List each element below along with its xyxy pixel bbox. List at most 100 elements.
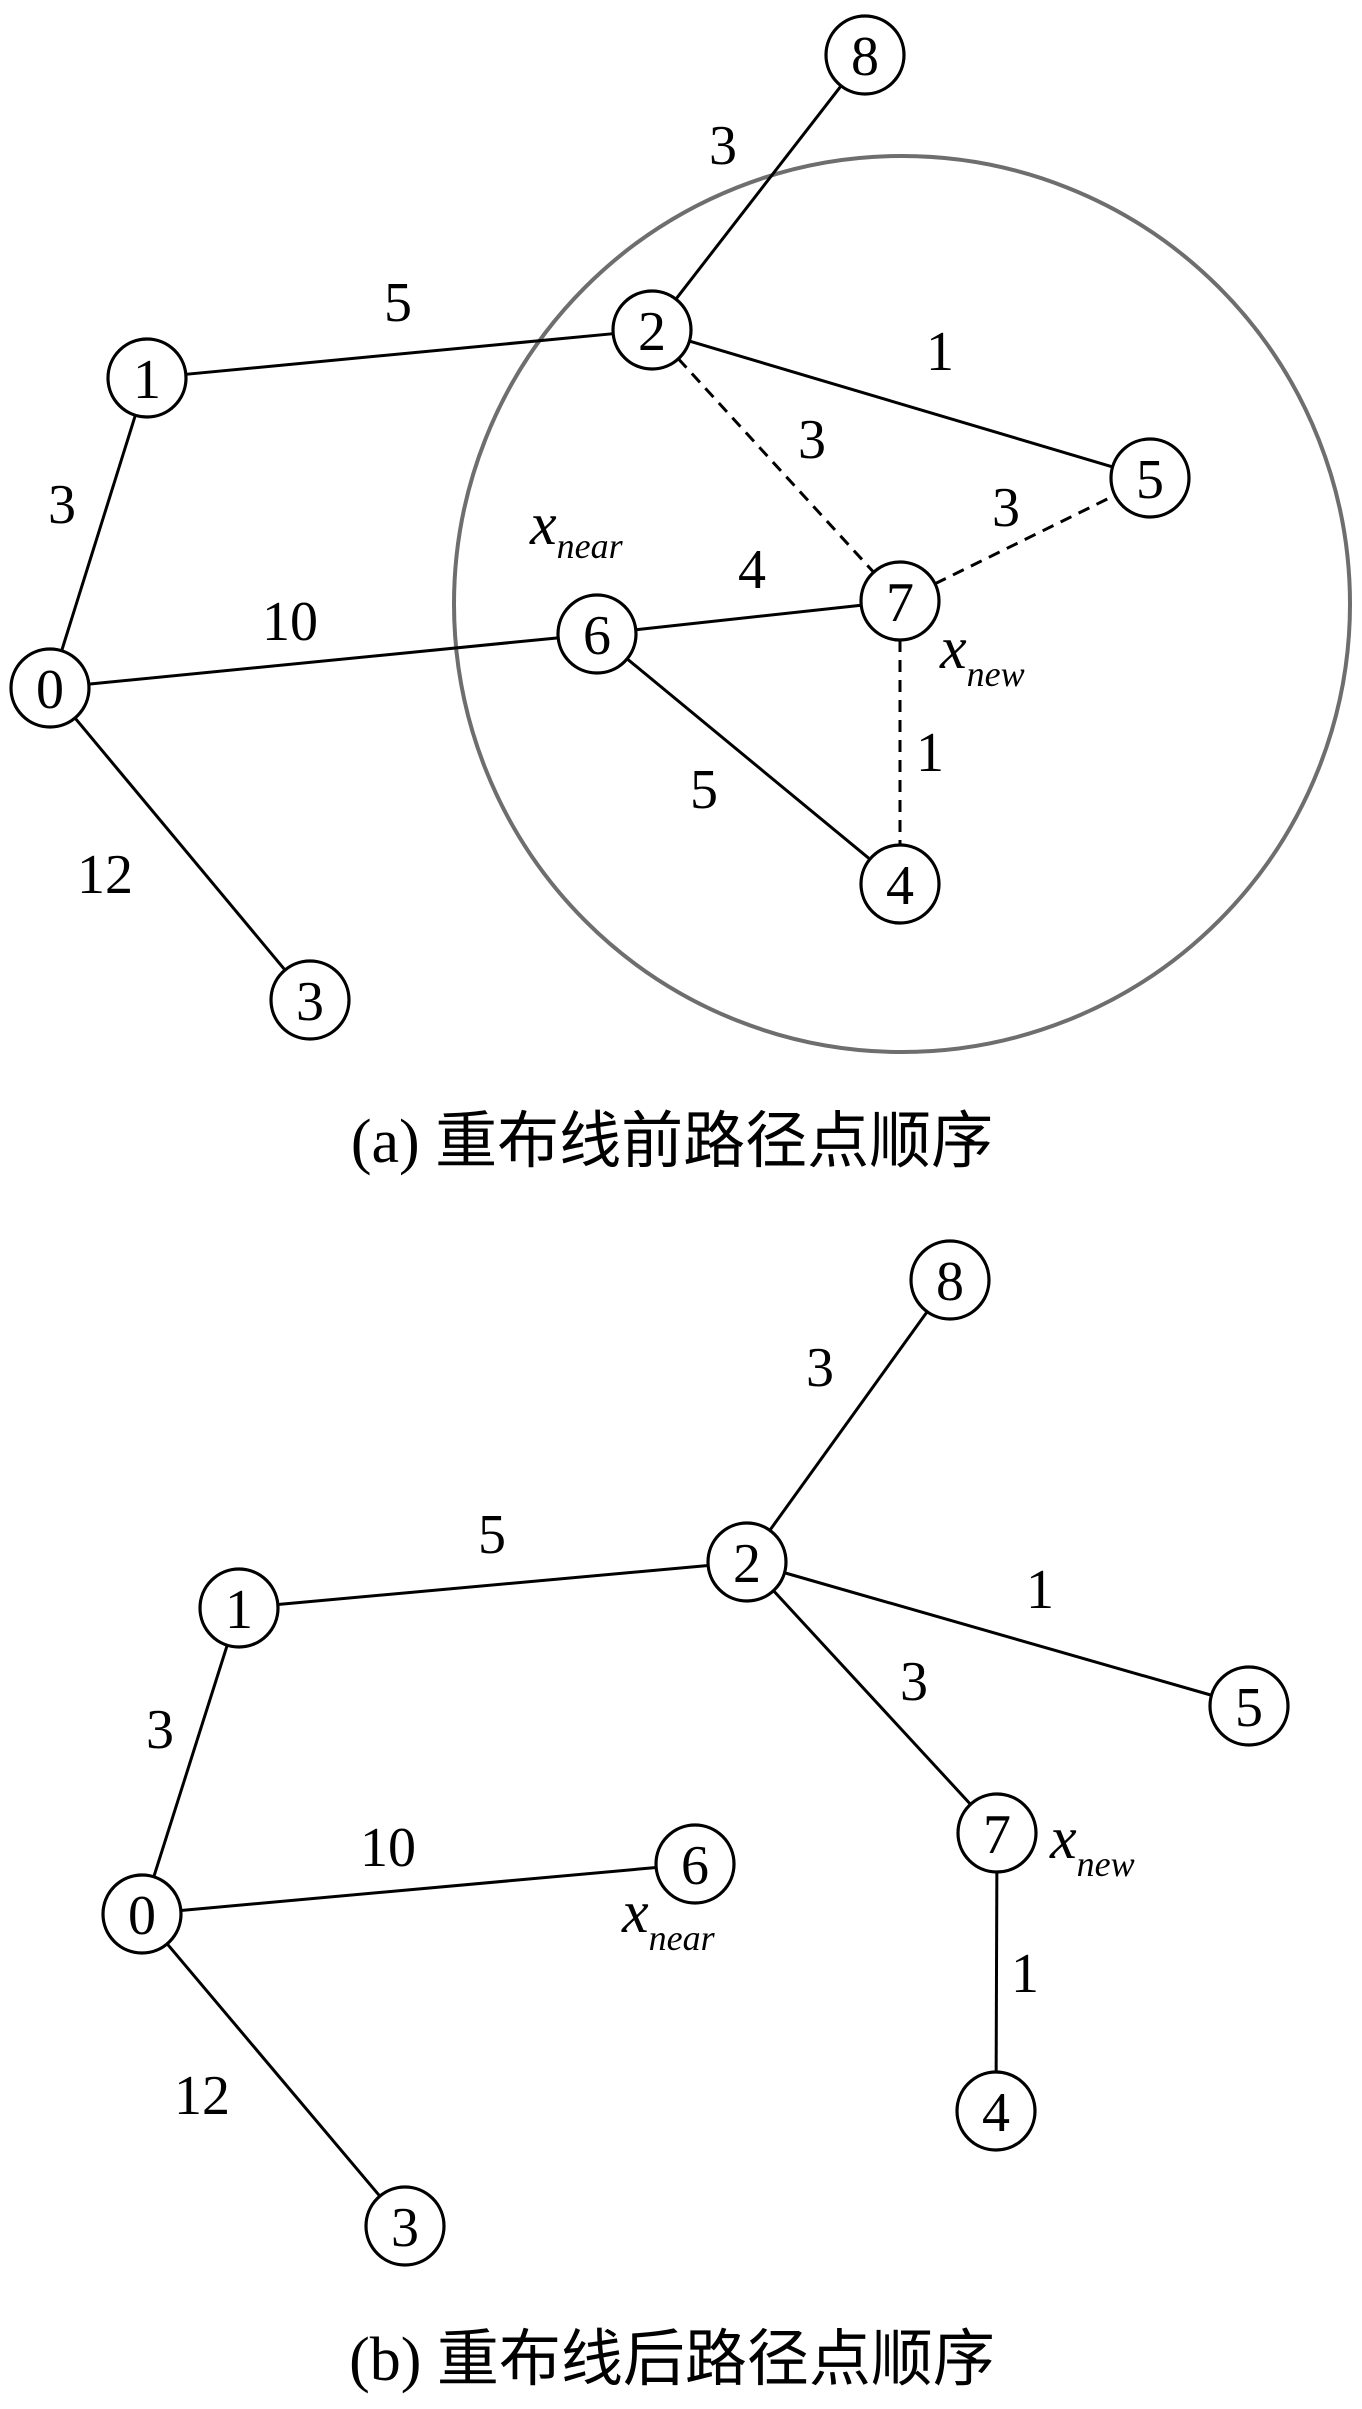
x-near-label: xnear	[529, 491, 624, 566]
node-circle	[824, 14, 906, 96]
edge-layer	[60, 84, 1116, 971]
edge-weight-2-8: 3	[806, 1337, 834, 1399]
node-circle	[956, 1792, 1038, 1874]
edge-1-2	[277, 1564, 709, 1606]
node-circle	[955, 2070, 1037, 2152]
node-circle	[198, 1567, 280, 1649]
caption-a: (a) 重布线前路径点顺序	[351, 1108, 993, 1176]
x-new-label: xnew	[1049, 1805, 1135, 1884]
edge-weight-2-5: 1	[1026, 1559, 1054, 1621]
node-circle	[1208, 1665, 1290, 1747]
edge-0-3	[165, 1942, 382, 2198]
edge-7-4	[994, 1871, 999, 2073]
edge-2-8	[674, 84, 843, 301]
node-circle	[556, 593, 638, 675]
node-1: 1	[106, 337, 188, 419]
edge-0-3	[73, 717, 287, 971]
edge-6-4	[626, 657, 871, 861]
edge-2-5	[688, 339, 1114, 469]
node-2: 2	[611, 289, 693, 371]
node-8: 8	[824, 14, 906, 96]
node-6: 6	[556, 593, 638, 675]
edge-weight-2-5: 1	[926, 321, 954, 383]
node-label: 6	[681, 1835, 709, 1897]
node-5: 5	[1109, 437, 1191, 519]
node-label: 4	[982, 2082, 1010, 2144]
edge-7-5	[934, 493, 1116, 586]
edge-weight-0-3: 12	[174, 2065, 230, 2127]
node-label: 0	[128, 1885, 156, 1947]
node-circle	[106, 337, 188, 419]
node-0: 0	[101, 1873, 183, 1955]
edge-weight-7-4: 1	[916, 722, 944, 784]
node-label: 7	[886, 572, 914, 634]
edge-weight-2-8: 3	[709, 115, 737, 177]
edge-0-6	[88, 636, 559, 686]
node-circle	[706, 1521, 788, 1603]
edge-layer	[152, 1310, 1212, 2198]
edge-weight-0-3: 12	[77, 844, 133, 906]
node-label: 4	[886, 855, 914, 917]
node-circle	[364, 2185, 446, 2267]
neighborhood-circle	[452, 154, 1352, 1054]
node-label: 3	[296, 971, 324, 1033]
node-label: 3	[391, 2197, 419, 2259]
node-circle	[1109, 437, 1191, 519]
node-label: 1	[225, 1579, 253, 1641]
node-5: 5	[1208, 1665, 1290, 1747]
node-0: 0	[9, 647, 91, 729]
node-label: 2	[733, 1533, 761, 1595]
node-2: 2	[706, 1521, 788, 1603]
node-1: 1	[198, 1567, 280, 1649]
edge-weight-2-7: 3	[900, 1651, 928, 1713]
node-circle	[654, 1823, 736, 1905]
edge-weight-0-1: 3	[146, 1699, 174, 1761]
x-near-label: xnear	[621, 1879, 716, 1958]
node-circle	[101, 1873, 183, 1955]
node-circle	[611, 289, 693, 371]
edge-weight-7-4: 1	[1011, 1943, 1039, 2005]
edge-weight-2-7: 3	[798, 409, 826, 471]
edge-2-8	[768, 1310, 929, 1532]
node-7: 7	[956, 1792, 1038, 1874]
edge-1-2	[185, 332, 614, 376]
node-circle	[9, 647, 91, 729]
node-label: 0	[36, 659, 64, 721]
edge-2-7	[772, 1589, 972, 1806]
edge-weight-0-6: 10	[262, 591, 318, 653]
node-4: 4	[859, 843, 941, 925]
node-label: 8	[851, 26, 879, 88]
node-8: 8	[909, 1239, 991, 1321]
node-label: 1	[133, 349, 161, 411]
caption-b: (b) 重布线后路径点顺序	[349, 2326, 995, 2394]
node-circle	[859, 843, 941, 925]
edge-weight-1-2: 5	[384, 272, 412, 334]
edge-weight-6-7: 4	[738, 539, 766, 601]
node-circle	[859, 560, 941, 642]
node-label: 2	[638, 301, 666, 363]
node-label: 5	[1235, 1677, 1263, 1739]
node-3: 3	[269, 959, 351, 1041]
node-4: 4	[955, 2070, 1037, 2152]
node-6: 6	[654, 1823, 736, 1905]
node-circle	[909, 1239, 991, 1321]
edge-0-1	[152, 1644, 229, 1878]
x-new-label: xnew	[939, 615, 1025, 694]
edge-weight-0-6: 10	[360, 1817, 416, 1879]
node-label: 5	[1136, 449, 1164, 511]
edge-weight-0-1: 3	[48, 474, 76, 536]
node-circle	[269, 959, 351, 1041]
edge-weight-6-4: 5	[690, 759, 718, 821]
node-label: 8	[936, 1251, 964, 1313]
node-label: 7	[983, 1804, 1011, 1866]
edge-2-7	[677, 357, 875, 574]
node-label: 6	[583, 605, 611, 667]
edge-0-6	[180, 1866, 657, 1912]
